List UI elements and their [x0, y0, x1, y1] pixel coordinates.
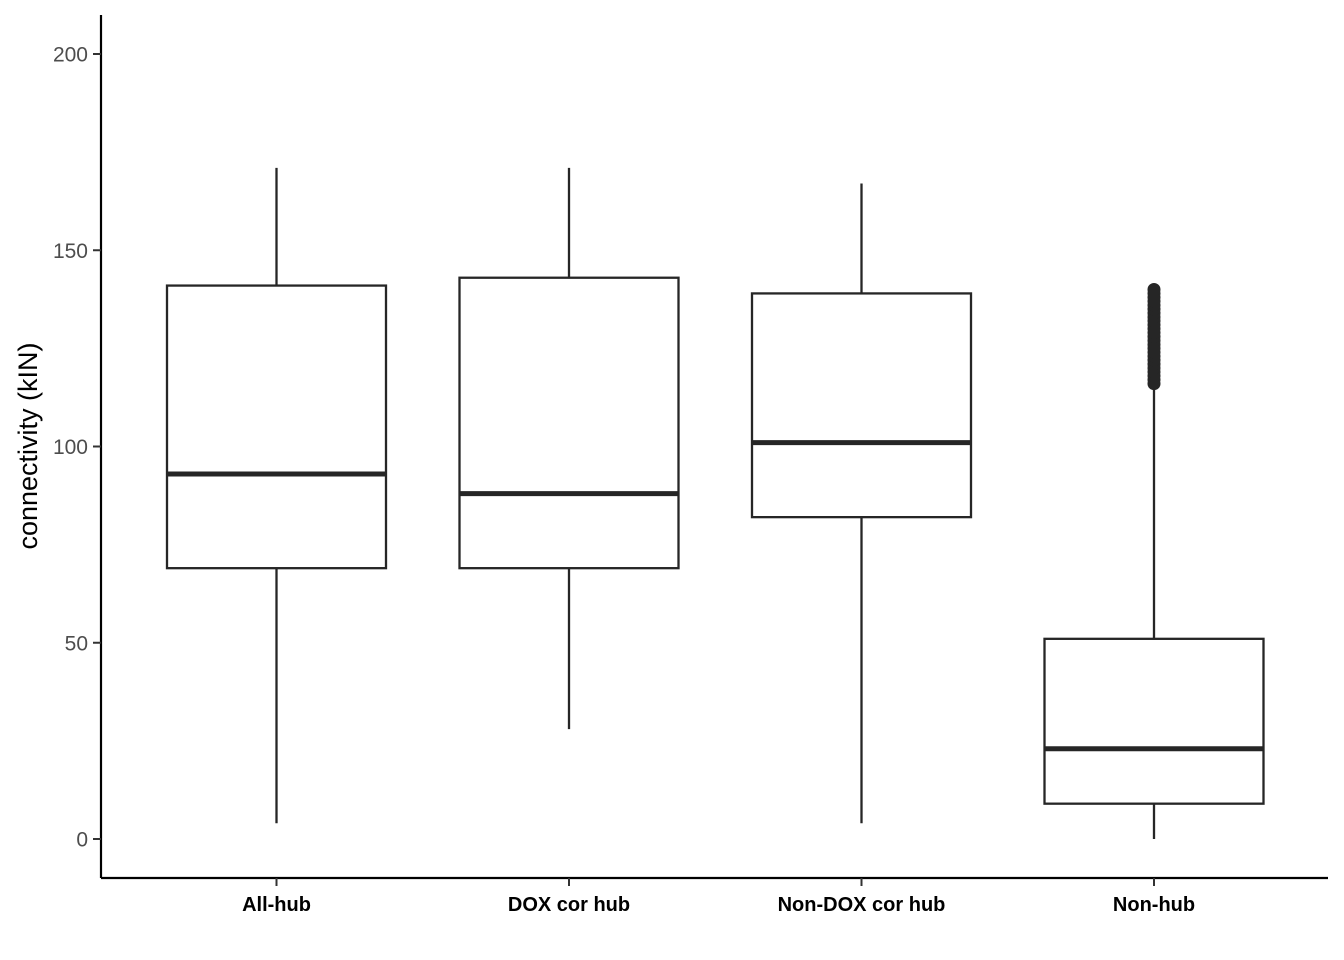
y-tick-label-100: 100 [53, 436, 88, 459]
boxes [165, 167, 1265, 839]
x-tick-label-3: Non-hub [1113, 894, 1195, 916]
box-2 [750, 183, 973, 824]
box-1 [458, 167, 680, 730]
iqr-box [1043, 637, 1265, 805]
y-tick-label-200: 200 [53, 44, 88, 67]
iqr-box [750, 292, 973, 519]
x-tick-label-1: DOX cor hub [508, 894, 630, 916]
iqr-box [458, 276, 680, 570]
x-tick-label-2: Non-DOX cor hub [778, 894, 946, 916]
y-axis-title: connectivity (kIN) [13, 342, 43, 549]
y-tick-label-0: 0 [76, 829, 88, 852]
box-3 [1043, 283, 1265, 839]
iqr-box [165, 284, 388, 570]
y-tick-label-50: 50 [65, 632, 88, 655]
y-tick-label-150: 150 [53, 240, 88, 263]
box-0 [165, 167, 388, 824]
x-tick-label-0: All-hub [242, 894, 311, 916]
outlier-point [1147, 283, 1161, 296]
